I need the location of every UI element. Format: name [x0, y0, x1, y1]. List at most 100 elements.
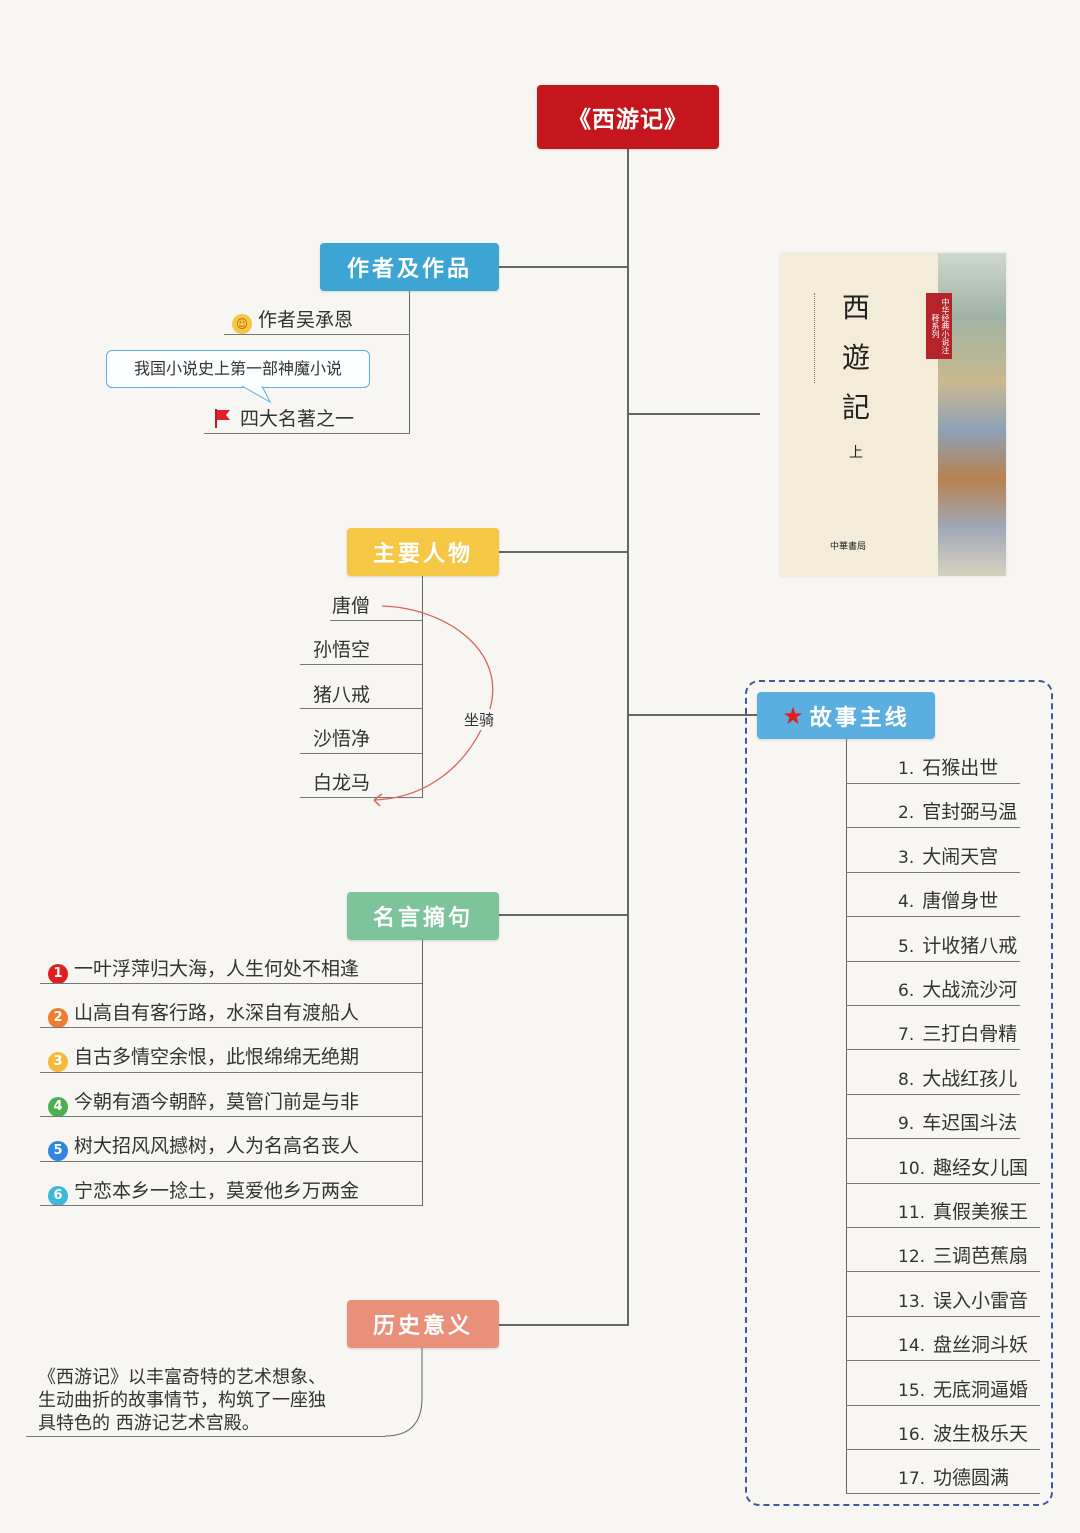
story-title: 故事主线: [809, 705, 910, 731]
author-item: 四大名著之一: [214, 408, 354, 430]
story-item: 6.大战流沙河: [898, 979, 1017, 1002]
number-2-icon: 2: [48, 1008, 68, 1028]
relation-label: 坐骑: [462, 709, 497, 730]
history-underline: [26, 1436, 386, 1437]
book-cover-image: 中华经典小说注释系列 西 遊 記 上 中華書局: [780, 253, 1006, 576]
quote-underline: [40, 1205, 422, 1206]
story-item-number: 17.: [898, 1469, 926, 1489]
quotes-node[interactable]: 名言摘句: [347, 892, 499, 940]
story-item-underline: [846, 1493, 1040, 1494]
story-item-underline: [846, 1271, 1040, 1272]
callout-box: 我国小说史上第一部神魔小说: [106, 350, 370, 388]
story-item-underline: [846, 783, 1020, 784]
story-item-label: 唐僧身世: [922, 890, 999, 912]
cover-author-column: [814, 293, 821, 383]
number-1-icon: 1: [48, 964, 68, 984]
story-item-underline: [846, 1049, 1020, 1050]
story-item: 14.盘丝洞斗妖: [898, 1334, 1028, 1357]
branch-history: [498, 1324, 628, 1326]
characters-title: 主要人物: [372, 542, 473, 567]
story-item-number: 4.: [898, 892, 915, 912]
story-item: 9. 车迟国斗法: [898, 1112, 1017, 1135]
red-flag-icon: [214, 408, 232, 428]
character-item: 猪八戒: [313, 684, 371, 706]
quotes-stem: [422, 940, 423, 1206]
story-item-underline: [846, 872, 1020, 873]
trunk-line: [627, 148, 629, 1326]
character-underline: [330, 620, 422, 621]
story-item-label: 盘丝洞斗妖: [933, 1334, 1029, 1356]
story-item-label: 趣经女儿国: [933, 1157, 1029, 1179]
cover-publisher: 中華書局: [830, 542, 867, 552]
story-item-underline: [846, 916, 1020, 917]
story-item-number: 8.: [898, 1070, 915, 1090]
author-item-underline: [204, 433, 410, 434]
story-item-underline: [846, 827, 1020, 828]
character-item: 白龙马: [313, 772, 371, 794]
story-item: 1.石猴出世: [898, 757, 998, 780]
branch-characters: [498, 551, 628, 553]
history-connector: [384, 1348, 423, 1437]
story-item: 4. 唐僧身世: [898, 890, 998, 913]
story-item-number: 9.: [898, 1114, 915, 1134]
branch-quotes: [498, 914, 628, 916]
story-item-underline: [846, 1360, 1040, 1361]
story-item: 17.功德圆满: [898, 1467, 1009, 1490]
number-3-icon: 3: [48, 1052, 68, 1072]
story-item-label: 三打白骨精: [922, 1023, 1018, 1045]
quote-underline: [40, 983, 422, 984]
character-item: 孙悟空: [313, 639, 371, 661]
character-item: 沙悟净: [313, 728, 371, 750]
author-item-underline: [224, 334, 410, 335]
number-6-icon: 6: [48, 1186, 68, 1206]
number-5-icon: 5: [48, 1141, 68, 1161]
story-item-number: 10.: [898, 1159, 926, 1179]
story-node[interactable]: ★故事主线: [757, 692, 935, 739]
story-item: 8.大战红孩儿: [898, 1068, 1017, 1091]
story-item-label: 无底洞逼婚: [933, 1379, 1029, 1401]
story-item: 15.无底洞逼婚: [898, 1379, 1028, 1402]
story-item: 10. 趣经女儿国: [898, 1157, 1028, 1180]
story-item-number: 16.: [898, 1425, 926, 1445]
author-name: 作者吴承恩: [258, 309, 354, 331]
root-title: 《西游记》: [568, 107, 688, 133]
story-item-underline: [846, 1094, 1020, 1095]
story-item-number: 7.: [898, 1025, 915, 1045]
story-item-label: 波生极乐天: [933, 1423, 1029, 1445]
story-item-number: 1.: [898, 759, 915, 779]
story-item-label: 误入小雷音: [933, 1290, 1029, 1312]
story-item-underline: [846, 1183, 1040, 1184]
story-item-label: 车迟国斗法: [922, 1112, 1018, 1134]
story-item: 16. 波生极乐天: [898, 1423, 1028, 1446]
story-item-underline: [846, 961, 1020, 962]
author-stem: [409, 291, 410, 434]
root-node[interactable]: 《西游记》: [537, 85, 719, 149]
story-item-underline: [846, 1449, 1040, 1450]
author-node[interactable]: 作者及作品: [320, 243, 499, 291]
series-label: 中华经典小说注释系列: [926, 293, 952, 359]
story-item-number: 13.: [898, 1292, 926, 1312]
story-item-underline: [846, 1138, 1020, 1139]
branch-story: [628, 714, 758, 716]
callout-text: 我国小说史上第一部神魔小说: [133, 359, 342, 378]
author-title: 作者及作品: [346, 257, 472, 282]
story-item-label: 大战流沙河: [922, 979, 1018, 1001]
quote-underline: [40, 1072, 422, 1073]
characters-node[interactable]: 主要人物: [347, 528, 499, 576]
character-underline: [300, 753, 422, 754]
quotes-title: 名言摘句: [372, 906, 473, 931]
story-item-underline: [846, 1227, 1040, 1228]
character-underline: [300, 797, 422, 798]
history-text: 《西游记》以丰富奇特的艺术想象、 生动曲折的故事情节，构筑了一座独 具特色的 西…: [38, 1367, 326, 1434]
red-star-icon: ★: [782, 701, 804, 730]
story-item-label: 真假美猴王: [933, 1201, 1029, 1223]
callout-pointer: [241, 385, 272, 404]
story-item-label: 三调芭蕉扇: [933, 1245, 1029, 1267]
history-node[interactable]: 历史意义: [347, 1300, 499, 1348]
story-frame: [745, 680, 1053, 1506]
grin-face-icon: ☺: [232, 314, 252, 334]
